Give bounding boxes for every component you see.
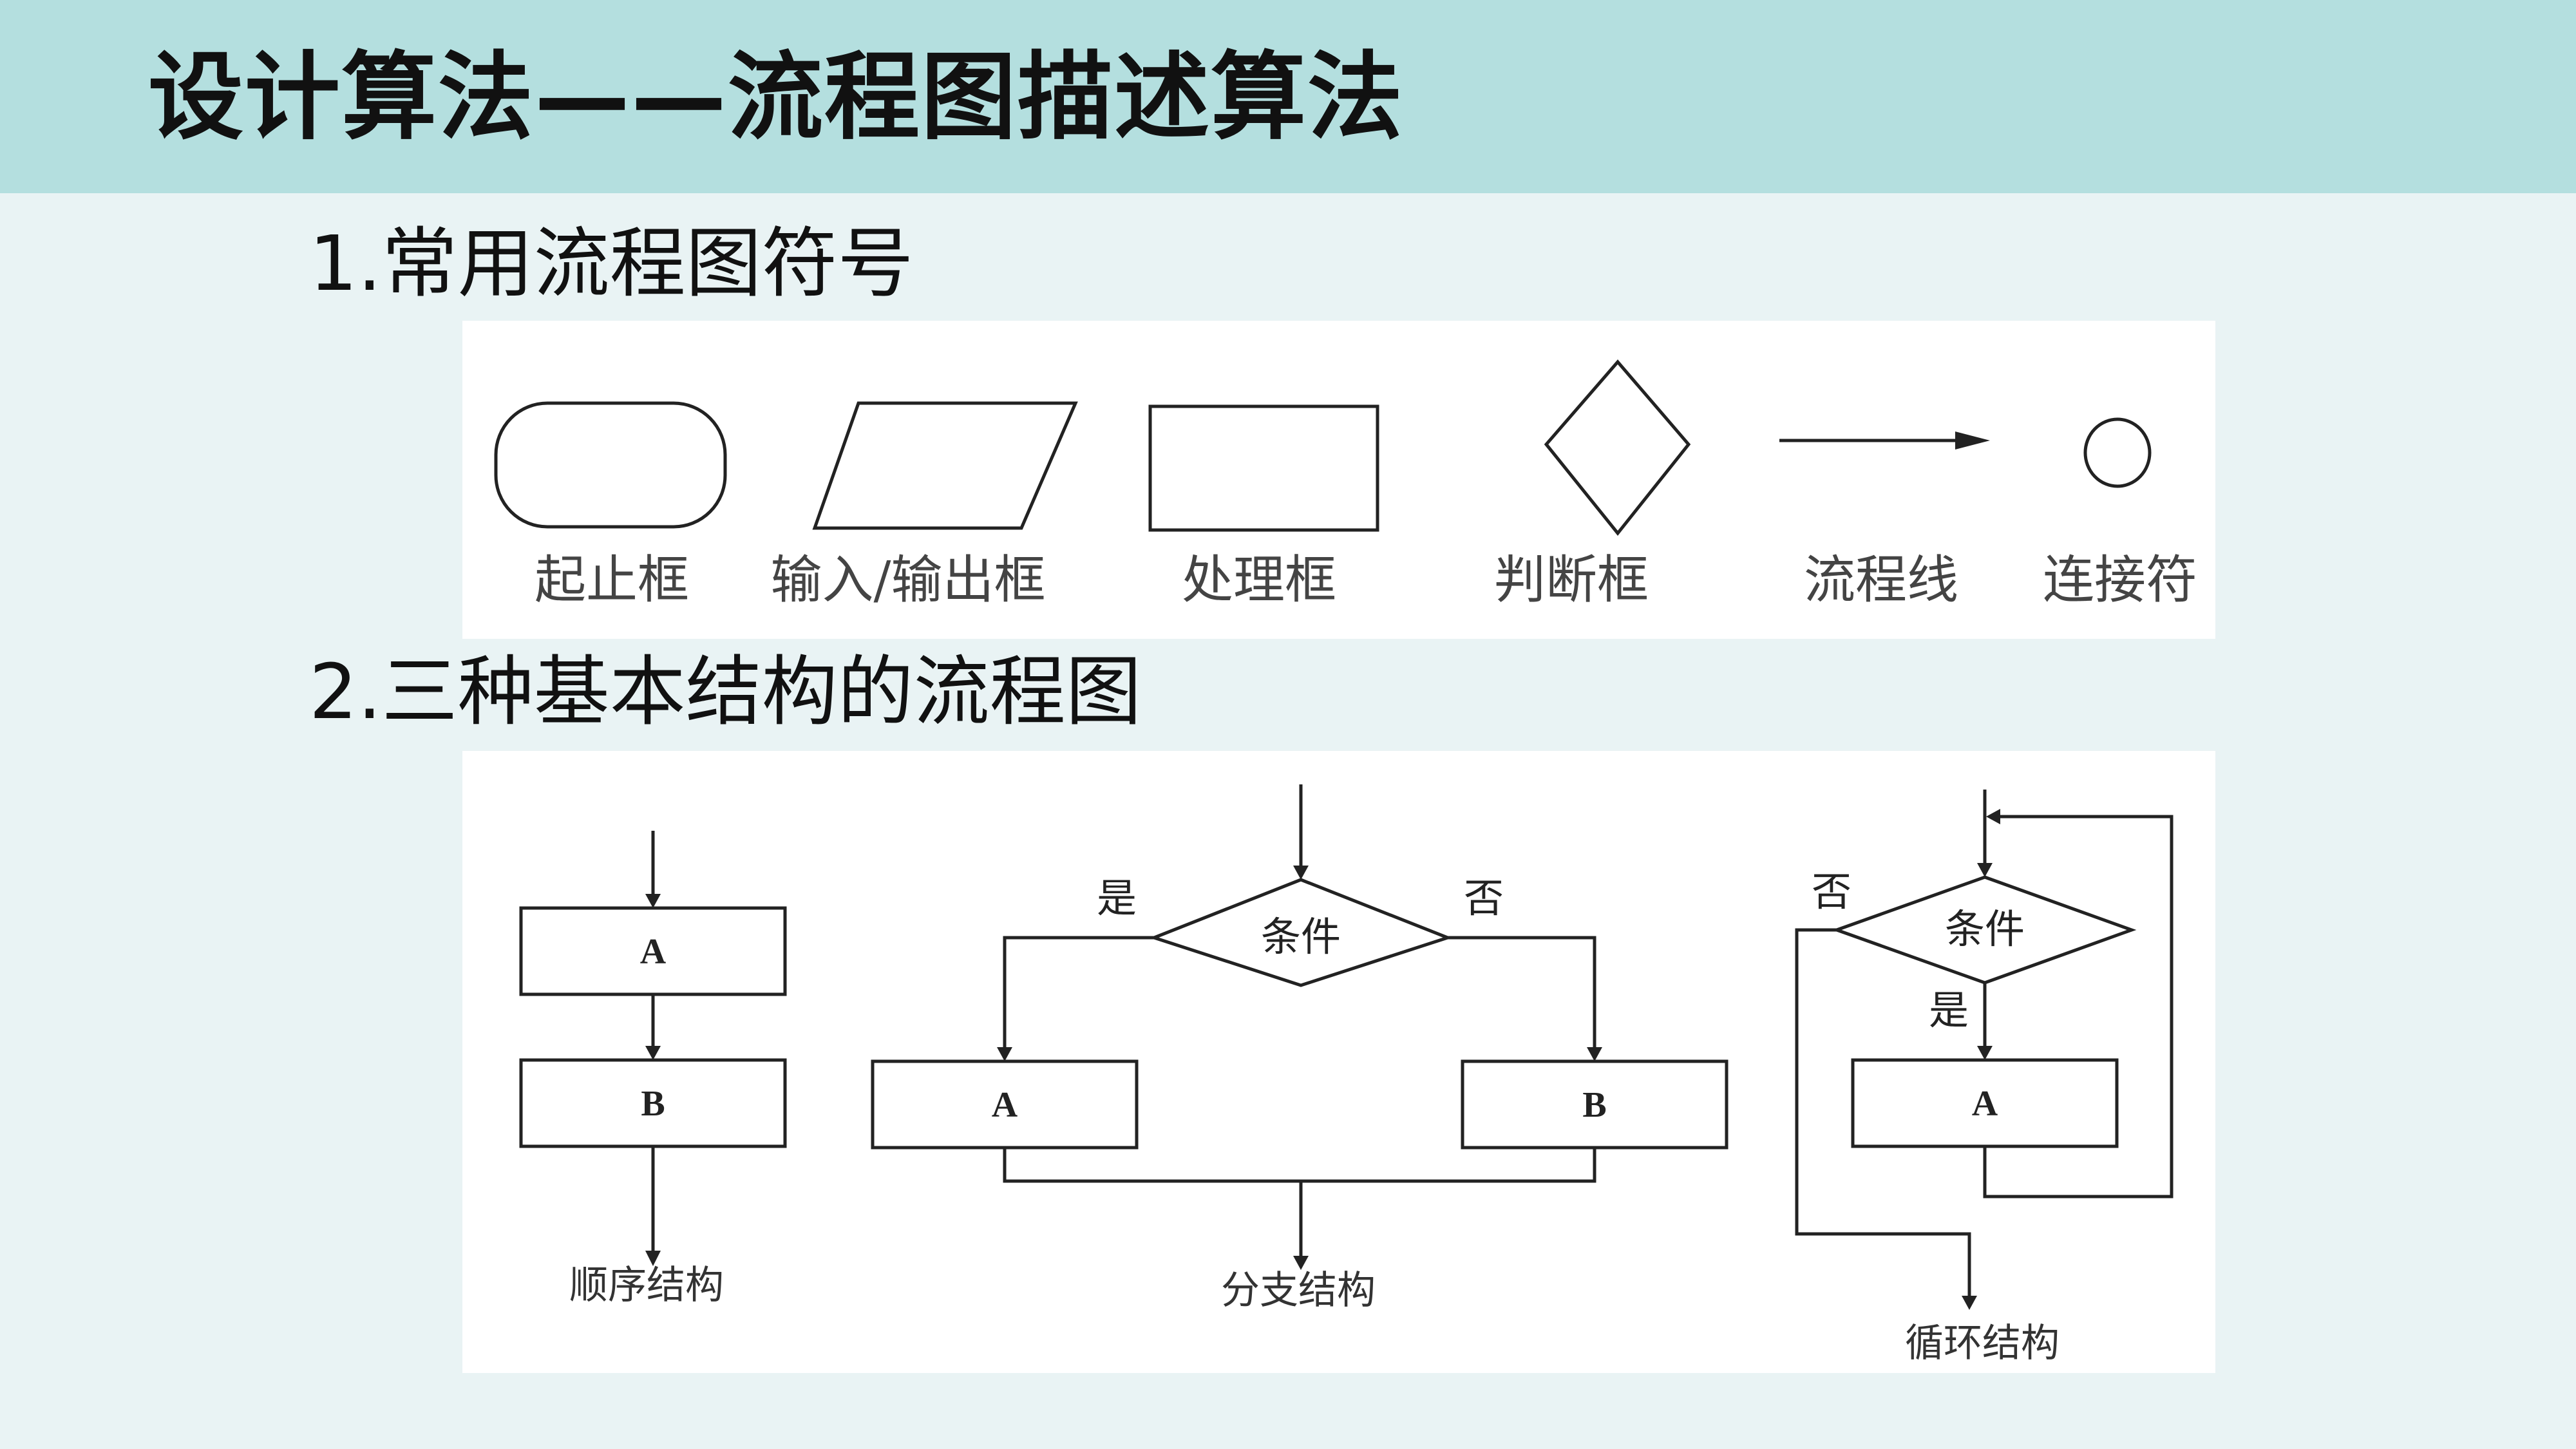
page-title: 设计算法——流程图描述算法	[148, 42, 1404, 153]
branch-yes-label: 是	[1097, 875, 1137, 922]
caption-terminal: 起止框	[535, 550, 689, 610]
io-symbol	[812, 401, 1078, 530]
symbols-diagram: 起止框 输入/输出框 处理框 判断框 流程线 连接符	[494, 359, 2197, 610]
branch-condition-label: 条件	[1261, 913, 1341, 960]
sequence-label-b: B	[641, 1084, 665, 1124]
sequence-box-a	[519, 906, 787, 996]
branch-box-b	[1461, 1059, 1728, 1150]
caption-io: 输入/输出框	[771, 550, 1046, 610]
terminal-symbol	[494, 401, 727, 529]
sequence-label-a: A	[640, 932, 667, 972]
branch-condition-diamond	[1149, 878, 1453, 987]
branch-no-label: 否	[1464, 875, 1504, 922]
connector-symbol	[2083, 417, 2152, 488]
loop-caption: 循环结构	[1905, 1321, 2060, 1366]
flowchart-symbols-panel: 起止框 输入/输出框 处理框 判断框 流程线 连接符	[462, 321, 2215, 639]
section-heading-symbols: 1.常用流程图符号	[309, 219, 914, 308]
loop-box-a	[1851, 1058, 2119, 1148]
decision-symbol	[1544, 359, 1691, 536]
caption-flowline: 流程线	[1804, 550, 1958, 610]
loop-structure: 条件 否 是 A 循环结构	[1795, 790, 2174, 1366]
branch-label-b: B	[1582, 1085, 1606, 1125]
loop-label-a: A	[1972, 1084, 1998, 1124]
sequence-structure: A B 顺序结构	[519, 831, 787, 1308]
sequence-box-b	[519, 1058, 787, 1148]
branch-label-a: A	[992, 1085, 1018, 1125]
branch-box-a	[871, 1059, 1139, 1150]
process-symbol	[1148, 404, 1379, 532]
flowline-arrowhead	[1955, 431, 1990, 450]
caption-process: 处理框	[1182, 550, 1336, 610]
title-bar: 设计算法——流程图描述算法	[0, 0, 2576, 193]
loop-yes-label: 是	[1929, 987, 1969, 1034]
branch-structure: 条件 是 否 A B 分支结构	[871, 784, 1728, 1313]
sequence-caption: 顺序结构	[569, 1263, 724, 1308]
loop-no-label: 否	[1812, 868, 1852, 915]
branch-caption: 分支结构	[1221, 1268, 1376, 1313]
loop-condition-label: 条件	[1945, 905, 2025, 952]
section-heading-structures: 2.三种基本结构的流程图	[309, 647, 1142, 736]
caption-connector: 连接符	[2043, 550, 2197, 610]
caption-decision: 判断框	[1494, 550, 1649, 610]
structures-panel: A B 顺序结构 条件 是 否 A B	[462, 751, 2215, 1373]
structures-diagram: A B 顺序结构 条件 是 否 A B	[519, 784, 2174, 1366]
